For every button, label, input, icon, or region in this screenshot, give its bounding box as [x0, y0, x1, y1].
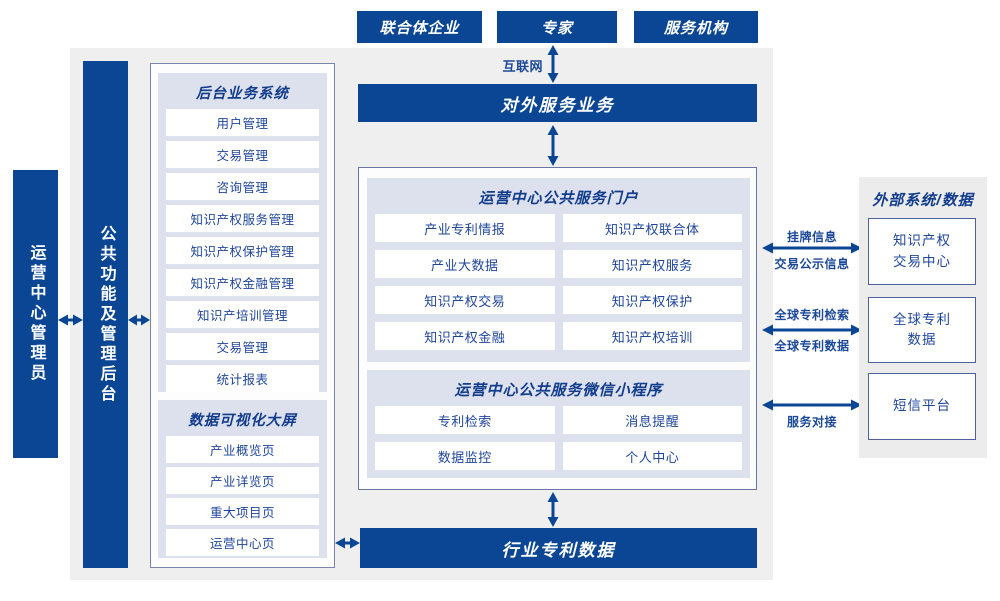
backend-system-items: 用户管理 交易管理 咨询管理 知识产权服务管理 知识产权保护管理 知识产权金融管…: [166, 109, 319, 392]
dashboard-item: 运营中心页: [166, 529, 319, 556]
internet-label: 互联网: [502, 59, 543, 74]
portal-panel: 运营中心公共服务门户 产业专利情报 知识产权联合体 产业大数据 知识产权服务 知…: [367, 178, 750, 362]
external-box-ip-trading-center: 知识产权 交易中心: [868, 218, 976, 285]
external-box-global-patent-data: 全球专利 数据: [868, 297, 976, 363]
portal-item: 知识产权培训: [562, 322, 742, 350]
external-service-label: 对外服务业务: [500, 95, 615, 115]
backend-bar-label: 公共功能及管理后台: [97, 224, 115, 405]
arrow-bar-to-portal: [547, 125, 559, 166]
portal-item: 产业专利情报: [375, 214, 555, 242]
entity-label: 专家: [540, 19, 573, 37]
operation-center-admin-bar: 运营中心管理员: [13, 170, 58, 458]
arrow-leftbox-industry: [335, 537, 360, 549]
miniprogram-item: 个人中心: [562, 442, 742, 470]
miniprogram-panel: 运营中心公共服务微信小程序 专利检索 消息提醒 数据监控 个人中心: [367, 370, 750, 478]
backend-system-panel: 后台业务系统 用户管理 交易管理 咨询管理 知识产权服务管理 知识产权保护管理 …: [158, 73, 327, 392]
external-systems-panel: 外部系统/数据 知识产权 交易中心 全球专利 数据 短信平台: [859, 177, 987, 458]
portal-item: 知识产权交易: [375, 286, 555, 314]
portal-title: 运营中心公共服务门户: [478, 190, 639, 207]
center-services-box: 运营中心公共服务门户 产业专利情报 知识产权联合体 产业大数据 知识产权服务 知…: [358, 167, 757, 490]
entity-expert: 专家: [497, 11, 617, 43]
public-function-backend-bar: 公共功能及管理后台: [83, 61, 128, 568]
dashboard-item: 产业详览页: [166, 467, 319, 494]
entity-label: 服务机构: [663, 19, 728, 37]
portal-items: 产业专利情报 知识产权联合体 产业大数据 知识产权服务 知识产权交易 知识产权保…: [375, 214, 742, 350]
external-box-line: 数据: [907, 332, 937, 347]
arrow-backend-leftbox: [128, 314, 150, 326]
external-box-line: 短信平台: [893, 398, 951, 414]
backend-item: 交易管理: [166, 333, 319, 360]
portal-item: 知识产权金融: [375, 322, 555, 350]
industry-patent-data-label: 行业专利数据: [501, 540, 616, 560]
miniprogram-item: 专利检索: [375, 406, 555, 434]
external-box-line: 交易中心: [893, 253, 951, 269]
dashboard-panel: 数据可视化大屏 产业概览页 产业详览页 重大项目页 运营中心页: [158, 400, 327, 558]
backend-item: 咨询管理: [166, 173, 319, 200]
arrow-internet: [547, 45, 559, 83]
backend-item: 知识产权金融管理: [166, 269, 319, 296]
miniprogram-item: 消息提醒: [562, 406, 742, 434]
miniprogram-title: 运营中心公共服务微信小程序: [454, 382, 663, 399]
external-box-line: 知识产权: [893, 233, 951, 249]
arrow-link-global-patent: [762, 324, 862, 336]
backend-item: 知识产权服务管理: [166, 205, 319, 232]
arrow-admin-backend: [58, 314, 83, 326]
left-systems-box: 后台业务系统 用户管理 交易管理 咨询管理 知识产权服务管理 知识产权保护管理 …: [150, 63, 335, 568]
external-systems-title: 外部系统/数据: [872, 192, 974, 209]
entity-consortium-enterprise: 联合体企业: [357, 11, 482, 43]
backend-item: 知识产培训管理: [166, 301, 319, 328]
miniprogram-items: 专利检索 消息提醒 数据监控 个人中心: [375, 406, 742, 470]
dashboard-title: 数据可视化大屏: [188, 413, 297, 429]
arrow-link-trading-center: [762, 242, 862, 254]
portal-item: 知识产权联合体: [562, 214, 742, 242]
external-service-bar: 对外服务业务: [358, 84, 757, 122]
entity-label: 联合体企业: [379, 19, 460, 37]
portal-item: 知识产权保护: [562, 286, 742, 314]
admin-bar-label: 运营中心管理员: [27, 244, 45, 384]
dashboard-item: 产业概览页: [166, 436, 319, 463]
backend-item: 交易管理: [166, 141, 319, 168]
link-label-global-patent-data: 全球专利数据: [774, 339, 850, 353]
arrow-portal-to-industry: [547, 492, 559, 527]
dashboard-item: 重大项目页: [166, 498, 319, 525]
link-label-trade-publicity: 交易公示信息: [774, 257, 850, 271]
backend-item: 用户管理: [166, 109, 319, 136]
portal-item: 知识产权服务: [562, 250, 742, 278]
backend-item: 统计报表: [166, 365, 319, 392]
link-label-listing-info: 挂牌信息: [786, 230, 837, 244]
industry-patent-data-bar: 行业专利数据: [360, 528, 757, 568]
backend-system-title: 后台业务系统: [196, 86, 289, 102]
backend-item: 知识产权保护管理: [166, 237, 319, 264]
external-box-sms-platform: 短信平台: [868, 373, 976, 440]
entity-service-agency: 服务机构: [634, 11, 758, 43]
external-box-line: 全球专利: [893, 311, 951, 327]
link-label-global-patent-search: 全球专利检索: [774, 308, 850, 322]
arrow-link-sms: [762, 399, 862, 411]
miniprogram-item: 数据监控: [375, 442, 555, 470]
dashboard-items: 产业概览页 产业详览页 重大项目页 运营中心页: [166, 436, 319, 556]
portal-item: 产业大数据: [375, 250, 555, 278]
link-label-service-connection: 服务对接: [786, 415, 837, 429]
